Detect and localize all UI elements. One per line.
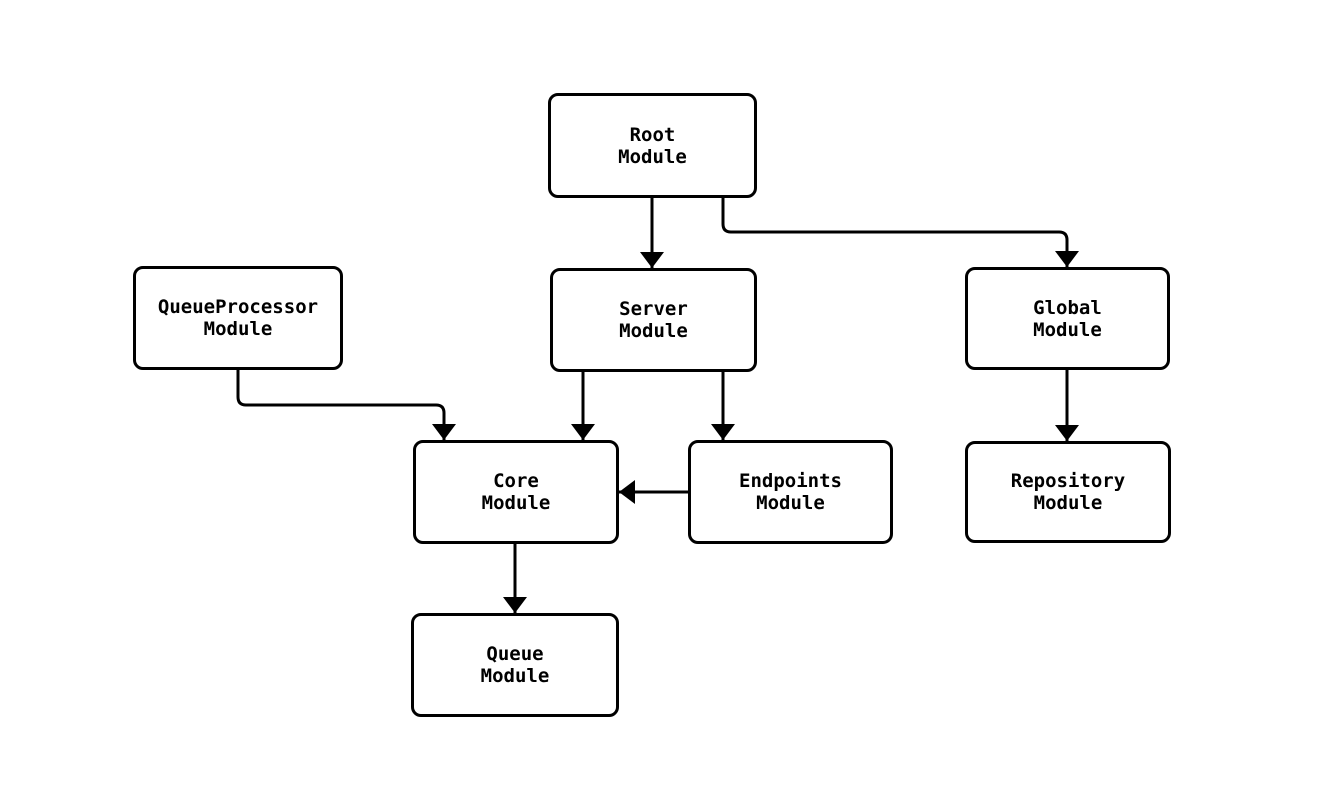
node-global-module-label: Global Module: [1033, 296, 1102, 341]
node-core-module-label: Core Module: [481, 470, 551, 514]
edge-root-to-global: [721, 198, 1079, 267]
node-root-module-label: Root Module: [618, 123, 687, 168]
node-queueprocessor-module: QueueProcessor Module: [133, 266, 343, 370]
node-repository-module-label: Repository Module: [1010, 470, 1126, 514]
node-queueprocessor-module-label: QueueProcessor Module: [157, 296, 319, 340]
node-queue-module: Queue Module: [411, 613, 619, 717]
node-global-module: Global Module: [965, 267, 1170, 370]
node-endpoints-module: Endpoints Module: [688, 440, 893, 544]
node-endpoints-module-label: Endpoints Module: [739, 470, 842, 514]
node-core-module: Core Module: [413, 440, 619, 544]
node-queue-module-label: Queue Module: [480, 643, 550, 687]
edge-queueprocessor-to-core: [236, 370, 456, 440]
node-server-module-label: Server Module: [619, 298, 688, 342]
node-repository-module: Repository Module: [965, 441, 1171, 543]
node-root-module: Root Module: [548, 93, 757, 198]
node-server-module: Server Module: [550, 268, 757, 372]
